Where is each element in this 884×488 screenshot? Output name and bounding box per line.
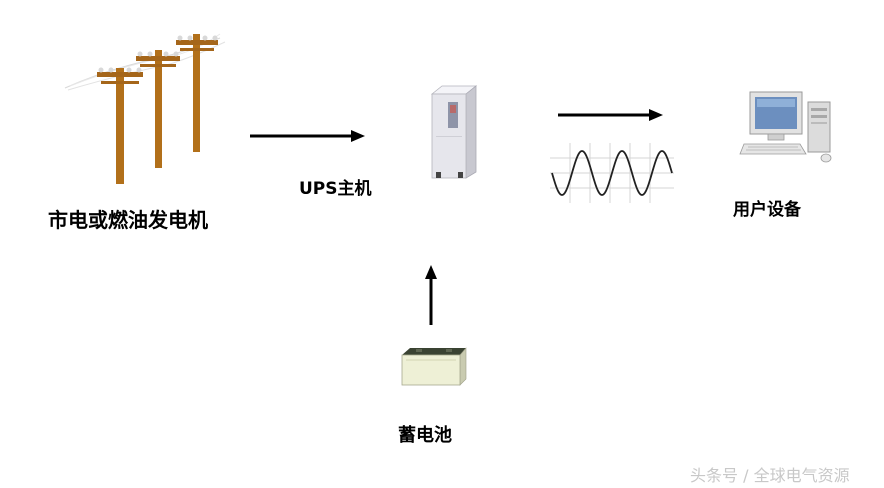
arrow-to-ups [250,130,365,142]
arrow-from-battery [425,265,437,325]
battery-label: 蓄电池 [398,425,452,446]
user-label: 用户设备 [733,200,801,220]
source-label: 市电或燃油发电机 [48,208,208,232]
power-line-poles-icon [64,33,226,184]
watermark: 头条号 / 全球电气资源 [690,466,850,485]
ups-label: UPS主机 [299,179,372,199]
desktop-computer-icon [739,91,832,163]
sine-wave-icon [550,143,674,203]
battery-icon [401,347,467,386]
ups-tower-icon [430,85,478,179]
arrow-to-user [558,109,663,121]
